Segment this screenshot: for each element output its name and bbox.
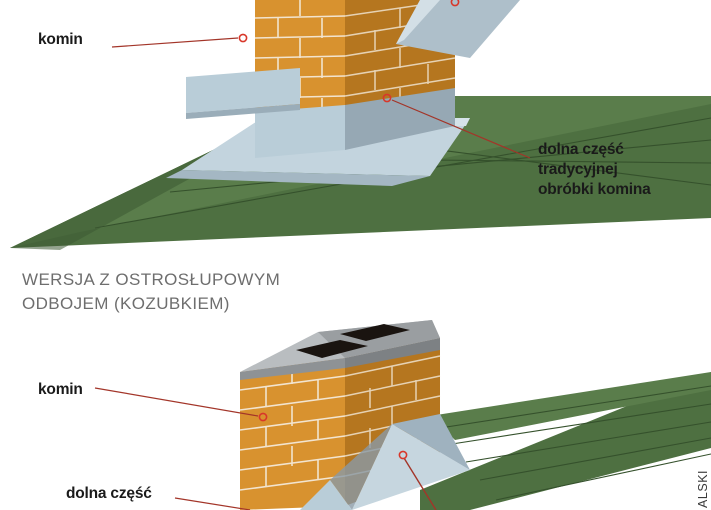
section-heading-pyramid-version: WERSJA Z OSTROSŁUPOWYM ODBOJEM (KOZUBKIE… [22,270,281,314]
label-chimney-top: komin [38,31,83,48]
callout-marker-chimney-bottom [258,412,268,422]
callout-marker-flashing-top [382,93,392,103]
leader-lines-bottom [94,387,437,510]
credit-watermark: ALSKI [696,470,710,508]
callout-marker-chimney-top [238,33,248,43]
figure-bottom-drawing [94,320,711,510]
figure-pyramid-saddle [0,320,711,510]
chimney-cap-bottom [240,320,440,380]
flashing-tongue-top [186,68,300,119]
leader-lines-top [111,0,531,159]
callout-marker-upper-top [450,0,460,7]
roof-surface-bottom [420,372,711,510]
roof-seams-bottom [439,385,711,501]
callout-marker-saddle [398,450,408,460]
label-chimney-bottom: komin [38,381,83,398]
figure-top-drawing [10,0,711,250]
figure-traditional-flashing [10,0,711,250]
flue-opening-front [296,340,368,358]
chimney-side-flashing-top [255,88,455,158]
pyramid-saddle-flashing [300,414,470,510]
label-traditional-flashing-lower: dolna część tradycyjnej obróbki komina [538,141,651,199]
flue-opening-rear [340,324,410,341]
label-flashing-lower-bottom: dolna część [66,485,152,502]
brick-mortar-front-bottom [239,366,346,491]
upper-flashing-top [396,0,520,58]
